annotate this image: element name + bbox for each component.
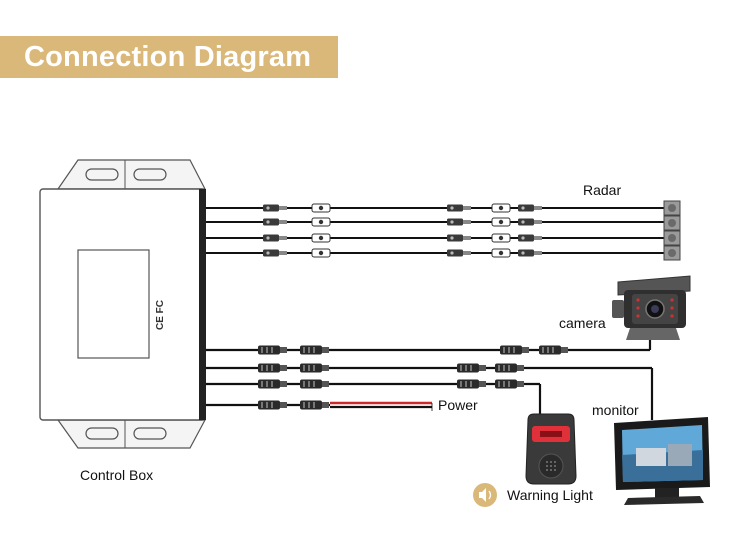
control-box-label: Control Box xyxy=(80,467,153,483)
title-banner: Connection Diagram xyxy=(0,36,338,78)
control-box: CE FC xyxy=(39,159,207,449)
ce-fc-mark: CE FC xyxy=(155,300,166,330)
monitor-icon xyxy=(614,417,710,505)
warning-light-label: Warning Light xyxy=(507,487,593,503)
power-label: Power xyxy=(438,397,478,413)
monitor-label: monitor xyxy=(592,402,639,418)
speaker-icon xyxy=(473,483,497,507)
radar-sensor-icon xyxy=(663,200,681,261)
page-title: Connection Diagram xyxy=(24,41,312,73)
radar-wires xyxy=(206,203,668,258)
warning-light-icon xyxy=(525,413,577,485)
av-wires xyxy=(206,333,654,420)
camera-icon xyxy=(612,275,691,340)
radar-label: Radar xyxy=(583,182,621,198)
camera-label: camera xyxy=(559,315,606,331)
